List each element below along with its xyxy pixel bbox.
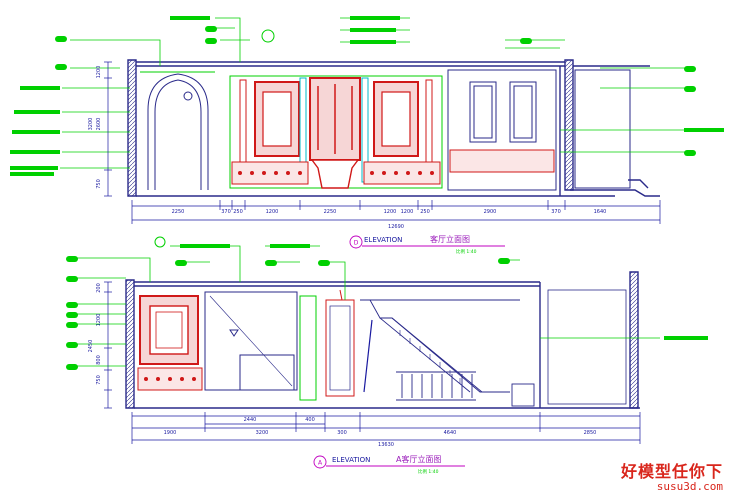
bottom-dimension-lines xyxy=(104,281,641,444)
dim-left-bottom-1: 1200 xyxy=(96,314,102,327)
balustrade xyxy=(396,371,476,401)
arch-niche xyxy=(140,71,215,190)
glass-opening xyxy=(204,291,317,401)
dim-bottom-top-1: 400 xyxy=(305,417,315,423)
bottom-left-dimension-values: 200 1200 800 750 2450 xyxy=(88,283,102,385)
top-annotations xyxy=(60,17,690,169)
right-panel xyxy=(547,289,627,405)
dim-top-10: 1640 xyxy=(594,209,607,215)
dim-top-6: 1200 xyxy=(401,209,414,215)
dim-left-bottom-4: 2450 xyxy=(88,340,94,353)
dim-top-8: 2900 xyxy=(484,209,497,215)
elevation-bottom: 2440 400 1900 3200 300 4640 2850 13630 2… xyxy=(66,236,708,475)
dim-bottom-top-0: 2440 xyxy=(244,417,257,423)
dim-left-bottom-3: 750 xyxy=(96,375,102,385)
dim-bottom-3: 4640 xyxy=(444,430,457,436)
top-dimension-values: 2250 370 250 1200 2250 1200 1200 250 290… xyxy=(172,209,607,230)
dim-top-2: 250 xyxy=(233,209,243,215)
right-wall-panels xyxy=(447,69,631,191)
bottom-title-block: A ELEVATION A客厅立面图 比例 1:40 xyxy=(313,454,465,475)
dim-left-bottom-2: 800 xyxy=(96,355,102,365)
staircase xyxy=(360,299,535,407)
bottom-title-scale: 比例 1:40 xyxy=(418,468,439,475)
top-title-marker-letter: D xyxy=(354,240,359,247)
bottom-walls xyxy=(125,271,640,409)
dim-top-1: 370 xyxy=(221,209,231,215)
bottom-title-marker xyxy=(313,455,327,469)
bottom-title-marker-letter: A xyxy=(318,460,323,467)
watermark: 好模型任你下 susu3d.com xyxy=(621,458,723,493)
top-title-cn: 客厅立面图 xyxy=(430,234,470,244)
center-door xyxy=(325,289,355,397)
dim-bottom-0: 1900 xyxy=(164,430,177,436)
dim-top-3: 1200 xyxy=(266,209,279,215)
dim-top-9: 370 xyxy=(551,209,561,215)
bottom-title-cn: A客厅立面图 xyxy=(396,454,441,464)
dim-bottom-2: 300 xyxy=(337,430,347,436)
top-title-marker xyxy=(349,235,363,249)
elevation-top: 2250 370 250 1200 2250 1200 1200 250 290… xyxy=(10,16,724,255)
top-label-tags xyxy=(10,16,724,176)
top-left-dimension-values: 1200 2600 750 3200 xyxy=(88,66,102,189)
top-walls xyxy=(127,59,660,197)
top-title-block: D ELEVATION 客厅立面图 比例 1:40 xyxy=(349,234,505,255)
dim-left-top-3: 3200 xyxy=(88,118,94,131)
ornate-wall-panels xyxy=(229,75,443,189)
dim-top-7: 250 xyxy=(420,209,430,215)
left-ornate-frame xyxy=(137,295,203,391)
dim-top-0: 2250 xyxy=(172,209,185,215)
dim-left-top-1: 2600 xyxy=(96,118,102,131)
top-dimension-lines xyxy=(104,61,661,224)
bottom-annotations xyxy=(70,245,660,367)
watermark-url: susu3d.com xyxy=(656,480,723,493)
dim-top-4: 2250 xyxy=(324,209,337,215)
dim-left-top-2: 750 xyxy=(96,179,102,189)
bottom-dimension-values: 2440 400 1900 3200 300 4640 2850 13630 xyxy=(164,417,597,448)
dim-bottom-1: 3200 xyxy=(256,430,269,436)
dim-left-top-0: 1200 xyxy=(96,66,102,79)
top-title-scale: 比例 1:40 xyxy=(456,248,477,255)
dim-top-total: 12690 xyxy=(388,224,404,230)
bottom-label-tags xyxy=(66,236,708,370)
bottom-title-en: ELEVATION xyxy=(332,456,370,464)
watermark-text: 好模型任你下 xyxy=(620,462,723,481)
dim-bottom-4: 2850 xyxy=(584,430,597,436)
top-title-en: ELEVATION xyxy=(364,236,402,244)
dim-left-bottom-0: 200 xyxy=(96,283,102,293)
dim-bottom-total: 13630 xyxy=(378,442,394,448)
dim-top-5: 1200 xyxy=(384,209,397,215)
